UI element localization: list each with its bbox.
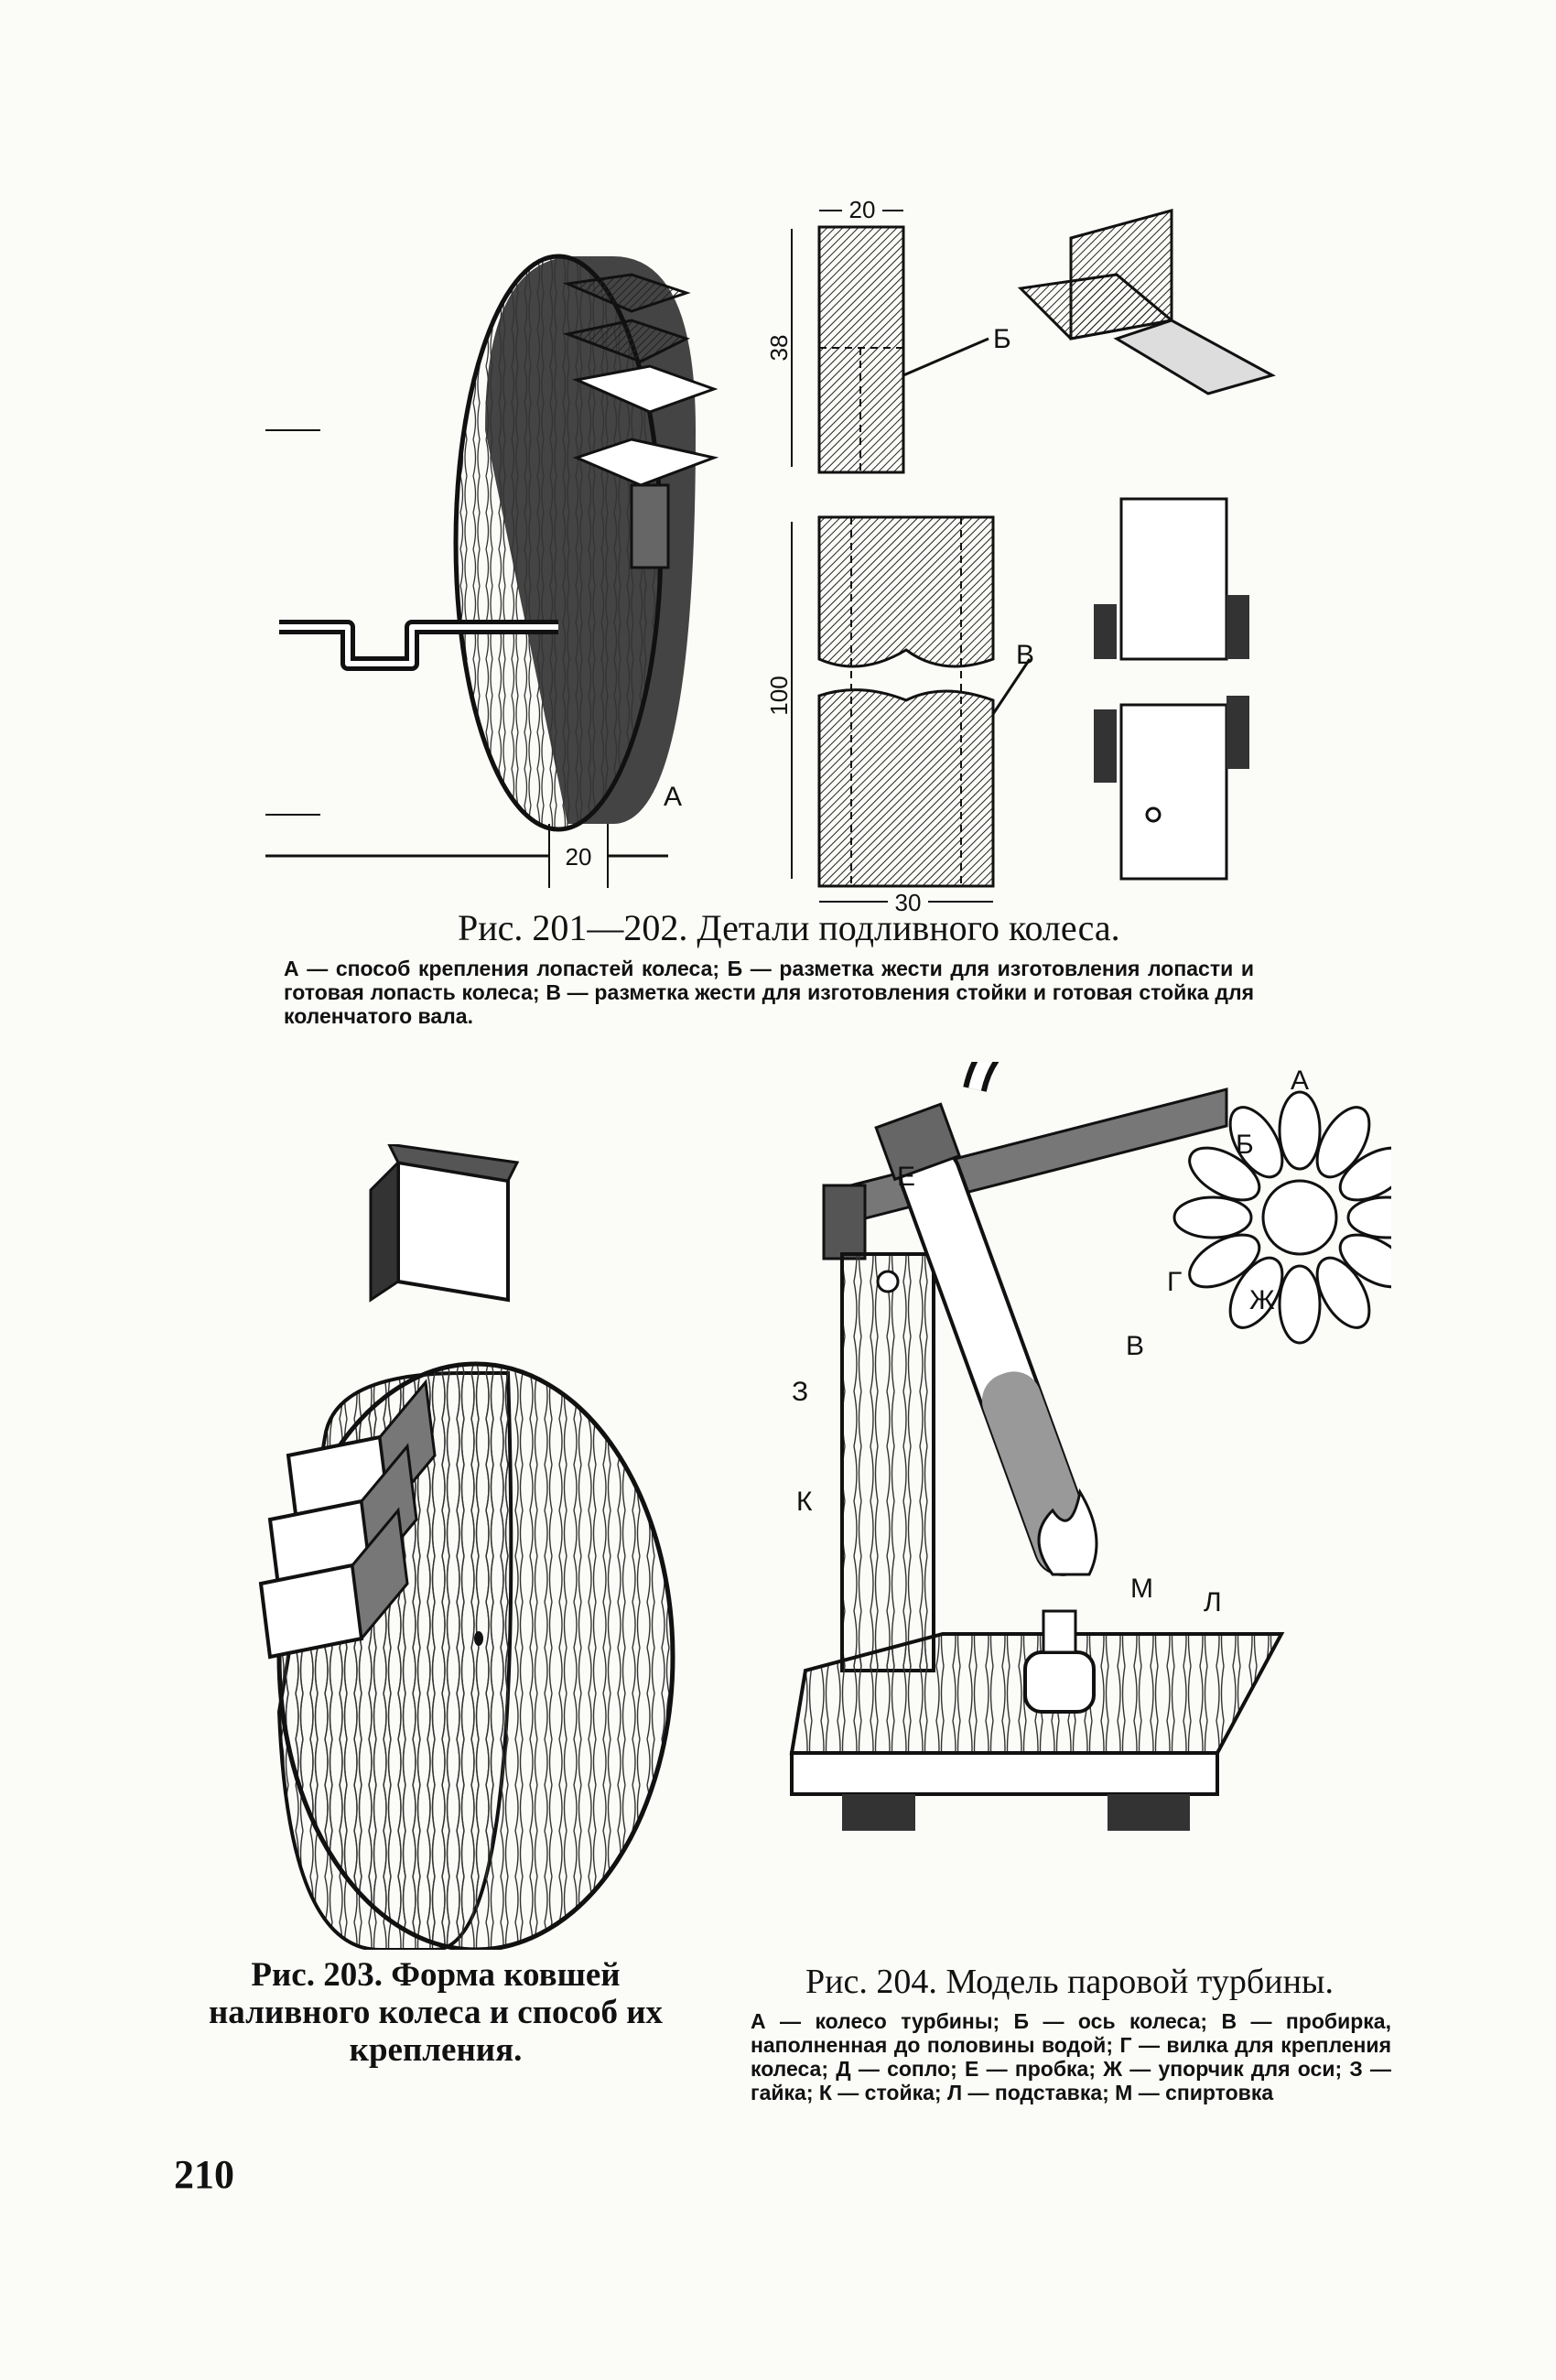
label-v-fig201: В (1016, 640, 1034, 670)
label-z-fig204: З (792, 1377, 808, 1407)
figure-201-202: 60 20 А 20 38 Б (265, 183, 1291, 934)
figure-204-drawing: Д А Б Е Г Ж В З К М Л (789, 1062, 1391, 1831)
figure-201-202-caption-title: Рис. 201—202. Детали подливного колеса. (458, 907, 1120, 948)
dim-20-wheel-label: 20 (566, 843, 592, 871)
dim-30-label: 30 (895, 889, 922, 916)
figure-204: Д А Б Е Г Ж В З К М Л (751, 1062, 1391, 1922)
figure-201-202-caption-body: А — способ крепления лопастей колеса; Б … (284, 957, 1254, 1028)
turbine-model-drawing: Д А Б Е Г Ж В З К М Л (789, 1062, 1391, 1831)
figure-204-caption-title: Рис. 204. Модель паровой турбины. (805, 1963, 1334, 2001)
figure-204-caption-body: А — колесо турбины; Б — ось колеса; В — … (751, 2009, 1391, 2104)
paddle-wheel-drawing: 60 20 А (265, 254, 719, 888)
overshot-wheel-drawing (258, 1361, 675, 1950)
label-e-fig204: Е (897, 1162, 915, 1192)
label-zh-fig204: Ж (1249, 1285, 1275, 1315)
dim-20-top-label: 20 (849, 196, 876, 223)
page-number: 210 (174, 2152, 234, 2197)
bucket-detail-drawing (369, 1144, 520, 1303)
label-k-fig204: К (796, 1487, 813, 1517)
label-a-fig204: А (1291, 1066, 1309, 1096)
figure-203-drawing (258, 1144, 675, 1950)
label-a-fig201: А (664, 782, 682, 812)
label-g-fig204: Г (1167, 1267, 1182, 1297)
label-v-fig204: В (1126, 1331, 1144, 1361)
figure-203-caption: Рис. 203. Форма ковшей наливного колеса … (208, 1956, 664, 2069)
stand-marking-drawing: 100 30 В (765, 497, 1249, 916)
label-m-fig204: М (1130, 1574, 1153, 1604)
figure-201-202-drawing: 60 20 А 20 38 Б (265, 196, 1276, 916)
dim-100-label: 100 (765, 676, 793, 715)
dim-38-label: 38 (765, 335, 793, 362)
label-b-fig204: Б (1236, 1130, 1254, 1160)
label-b-fig201: Б (993, 324, 1011, 354)
label-l-fig204: Л (1204, 1587, 1222, 1617)
blade-marking-drawing: 20 38 Б (765, 196, 1276, 474)
figure-203 (233, 1144, 709, 1950)
